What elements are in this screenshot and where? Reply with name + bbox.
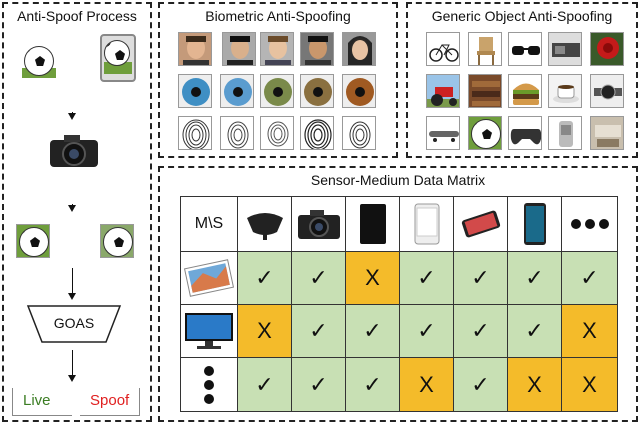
rose-image [590, 32, 624, 66]
face-image [300, 32, 334, 66]
tractor-image [426, 74, 460, 108]
watch-image [590, 74, 624, 108]
fingerprint-image [220, 116, 254, 150]
belt-image [468, 74, 502, 108]
game-controller-image [508, 116, 542, 150]
sensor-android-phone-icon [507, 196, 562, 252]
spoof-output-box: Spoof [80, 388, 140, 416]
matrix-cell-unsupported: X [561, 357, 618, 412]
matrix-cell-unsupported: X [561, 304, 618, 358]
goas-label: GOAS [53, 315, 95, 331]
matrix-cell-supported: ✓ [507, 304, 562, 358]
arrow-down-1 [68, 112, 76, 120]
iris-image [342, 74, 376, 108]
matrix-cell-unsupported: X [345, 251, 400, 305]
fingerprint-image [300, 116, 334, 150]
chair-image [468, 32, 502, 66]
live-output-box: Live [12, 388, 72, 416]
iris-image [300, 74, 334, 108]
arrow-down-4 [68, 350, 76, 382]
iris-image [260, 74, 294, 108]
matrix-cell-supported: ✓ [399, 304, 454, 358]
goas-network-block: GOAS [26, 304, 122, 344]
sensor-tablet-icon [345, 196, 400, 252]
matrix-cell-supported: ✓ [291, 251, 346, 305]
matrix-cell-supported: ✓ [291, 357, 346, 412]
biometric-anti-spoofing-panel: Biometric Anti-Spoofing [158, 2, 398, 158]
matrix-cell-supported: ✓ [345, 304, 400, 358]
matrix-cell-supported: ✓ [237, 251, 292, 305]
sensor-webcam-icon [237, 196, 292, 252]
medium-monitor-icon [180, 304, 238, 358]
live-label: Live [23, 392, 51, 409]
more-media-ellipsis-icon [180, 357, 238, 412]
face-image [222, 32, 256, 66]
electronic-device-image [548, 32, 582, 66]
tablet-displaying-ball-image [100, 34, 136, 82]
anti-spoof-process-panel: Anti-Spoof Process GOAS Live Spoof [2, 2, 152, 422]
arrow-down-2 [68, 204, 76, 212]
appliance-image [548, 116, 582, 150]
biometric-title: Biometric Anti-Spoofing [205, 8, 351, 24]
matrix-cell-supported: ✓ [291, 304, 346, 358]
sensor-smartphone-icon [453, 196, 508, 252]
more-sensors-ellipsis-icon [561, 196, 618, 252]
matrix-cell-unsupported: X [237, 304, 292, 358]
burger-image [508, 74, 542, 108]
soccer-ball-image [22, 44, 56, 78]
iris-image [178, 74, 212, 108]
room-image [590, 116, 624, 150]
generic-object-anti-spoofing-panel: Generic Object Anti-Spoofing [406, 2, 638, 158]
fingerprint-image [342, 116, 376, 150]
camera-icon [48, 132, 100, 168]
medium-tablet-display-icon [180, 251, 238, 305]
face-image [342, 32, 376, 66]
sensor-camera-icon [291, 196, 346, 252]
matrix-cell-unsupported: X [507, 357, 562, 412]
matrix-cell-supported: ✓ [561, 251, 618, 305]
sensor-medium-matrix-panel: Sensor-Medium Data Matrix M\S ✓✓X✓✓✓✓X✓✓… [158, 166, 638, 422]
sensor-ipod-icon [399, 196, 454, 252]
captured-live-ball-image [16, 224, 50, 258]
anti-spoof-process-title: Anti-Spoof Process [17, 8, 137, 24]
spoof-label: Spoof [90, 392, 130, 409]
corner-label: M\S [180, 196, 238, 252]
arrow-down-3 [68, 268, 76, 300]
matrix-cell-supported: ✓ [453, 251, 508, 305]
skateboard-image [426, 116, 460, 150]
coffee-cup-image [548, 74, 582, 108]
face-image [178, 32, 212, 66]
bicycle-image [426, 32, 460, 66]
matrix-cell-supported: ✓ [507, 251, 562, 305]
sunglasses-image [508, 32, 542, 66]
soccer-ball-image [468, 116, 502, 150]
matrix-cell-supported: ✓ [237, 357, 292, 412]
matrix-title: Sensor-Medium Data Matrix [310, 172, 486, 188]
iris-image [220, 74, 254, 108]
matrix-cell-unsupported: X [399, 357, 454, 412]
fingerprint-image [178, 116, 212, 150]
matrix-cell-supported: ✓ [399, 251, 454, 305]
matrix-cell-supported: ✓ [453, 357, 508, 412]
fingerprint-image [260, 116, 294, 150]
face-image [260, 32, 294, 66]
matrix-cell-supported: ✓ [345, 357, 400, 412]
generic-title: Generic Object Anti-Spoofing [431, 8, 613, 24]
captured-spoof-ball-image [100, 224, 134, 258]
matrix-cell-supported: ✓ [453, 304, 508, 358]
